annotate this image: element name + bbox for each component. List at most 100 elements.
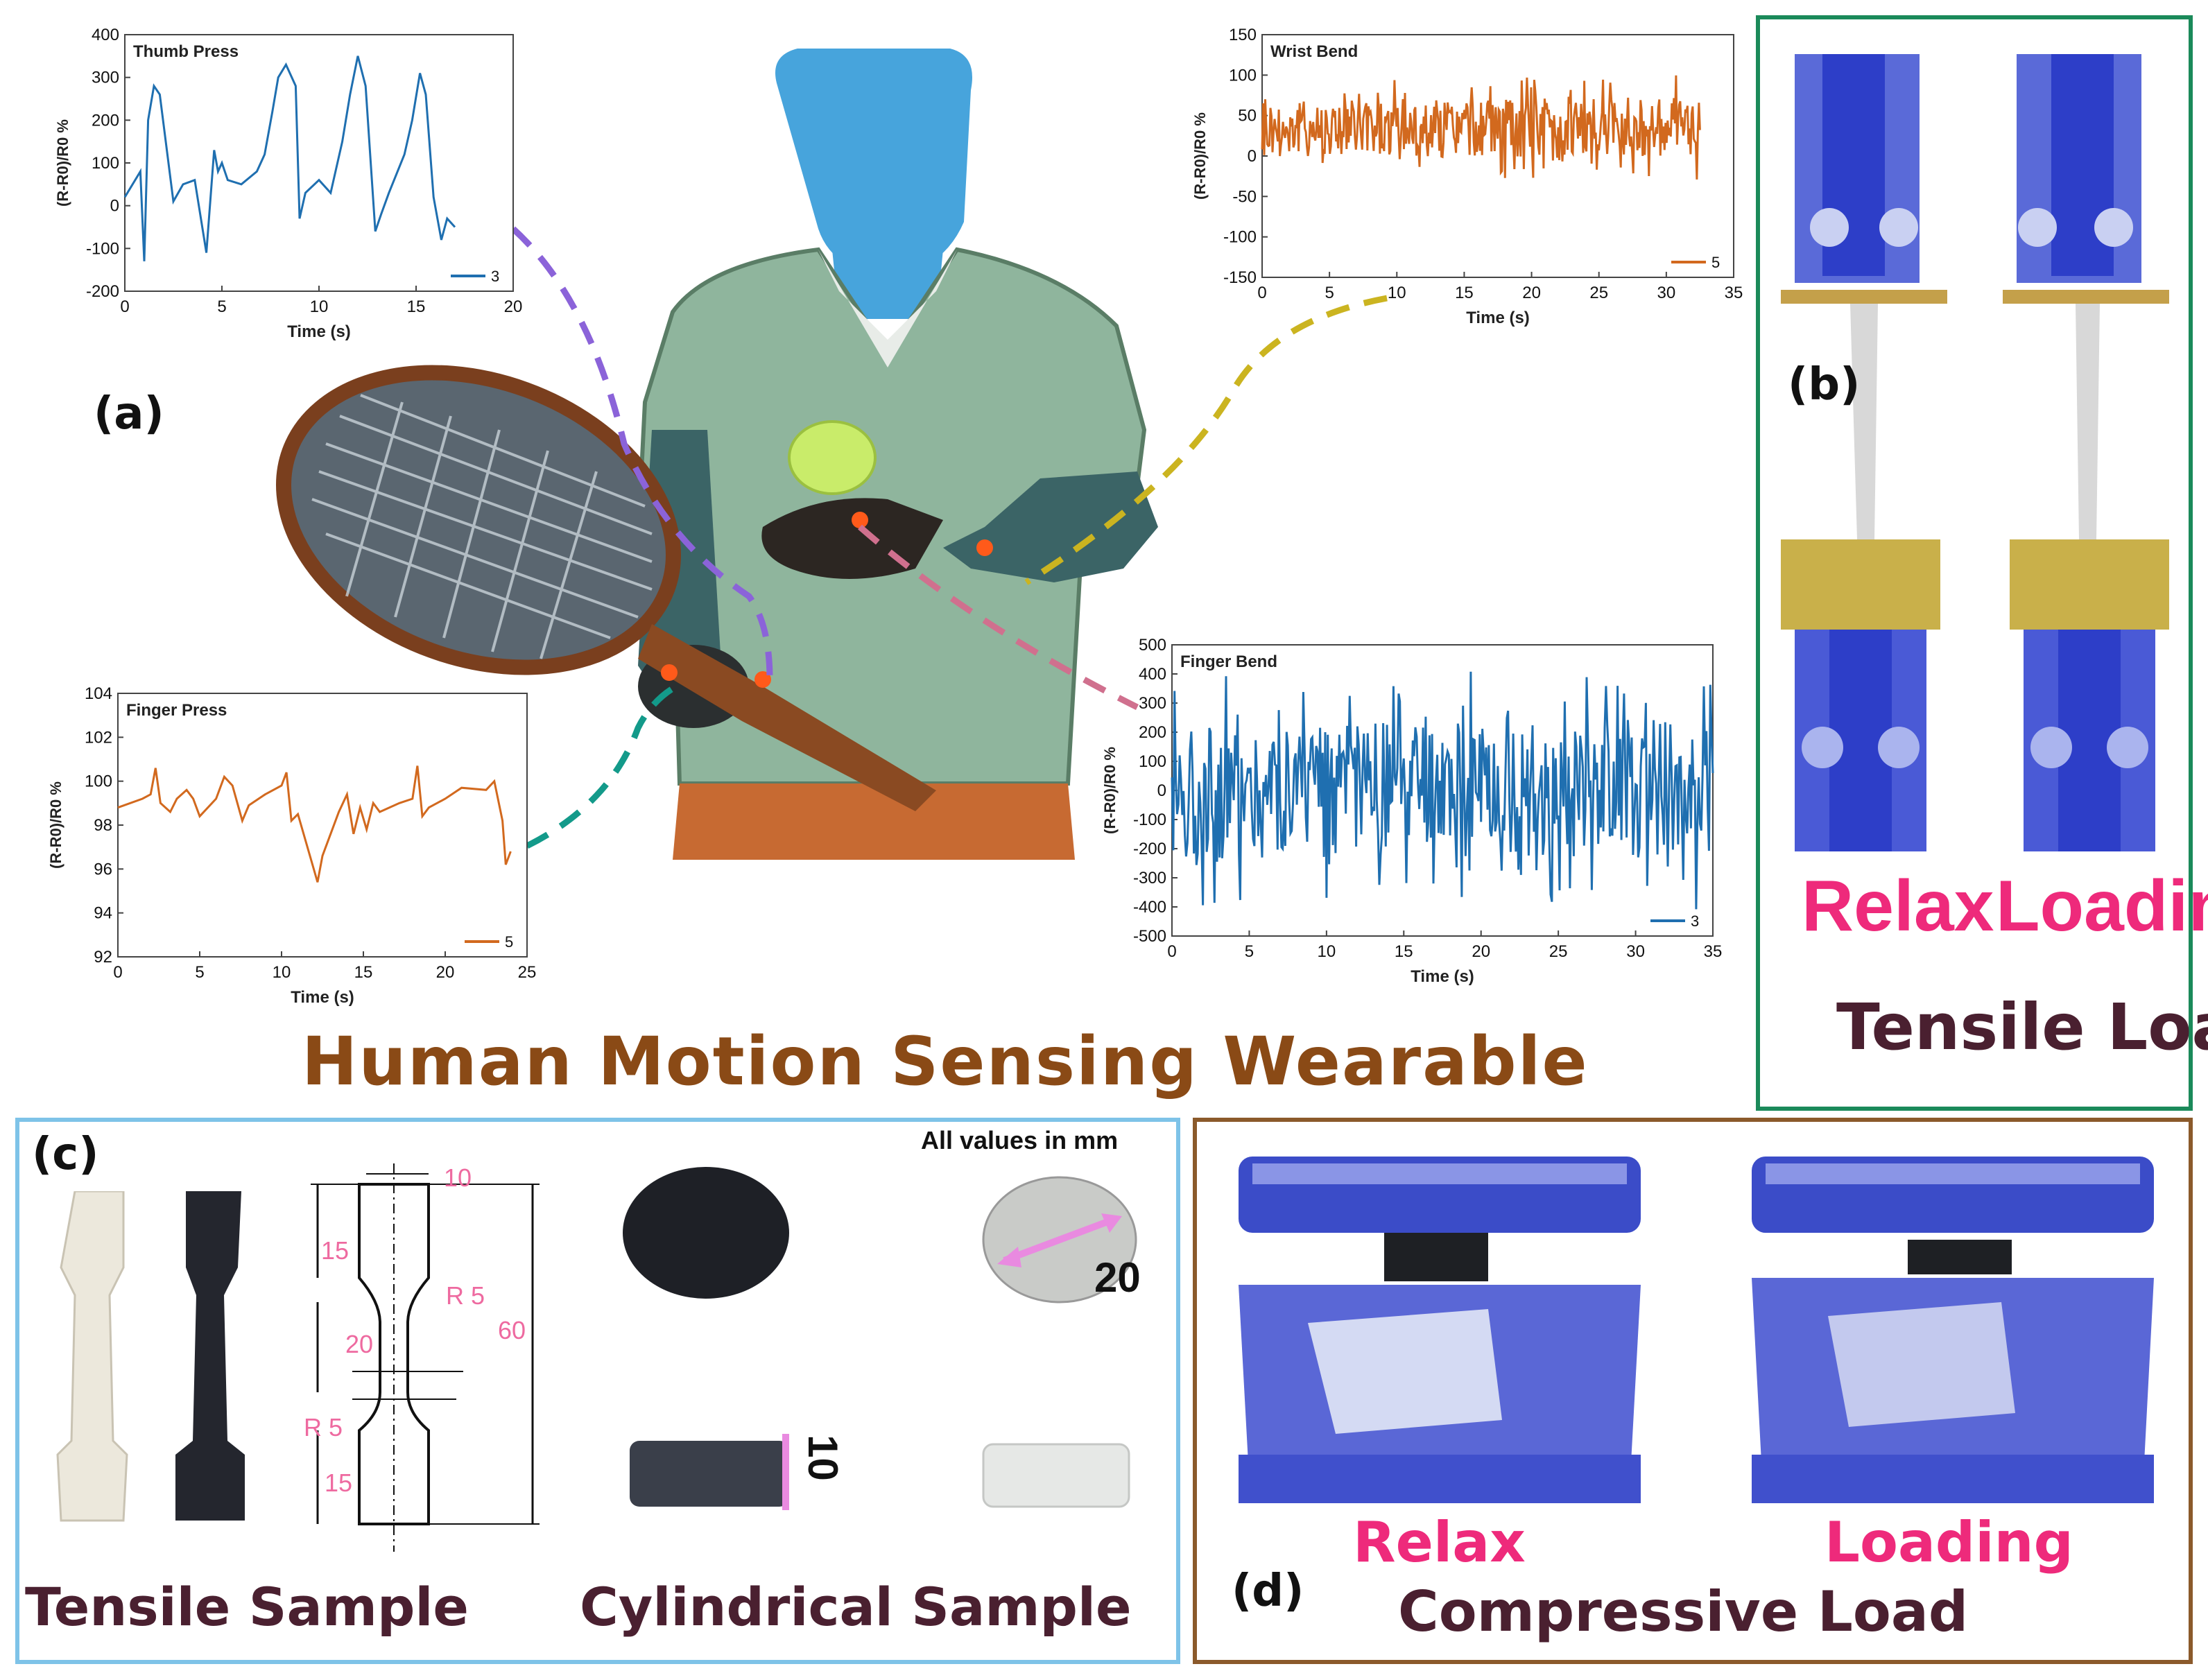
x-tick-label: 5 [217, 297, 226, 316]
y-tick-label: 100 [85, 772, 112, 791]
x-tick-label: 0 [1167, 942, 1176, 961]
dim-gauge: 20 [345, 1330, 374, 1358]
panel-d-caption: Compressive Load [1398, 1579, 1969, 1644]
x-tick-label: 5 [1245, 942, 1254, 961]
y-tick-label: 104 [85, 684, 112, 703]
x-axis-label: Time (s) [287, 322, 351, 341]
y-tick-label: 200 [1139, 723, 1166, 742]
x-tick-label: 10 [1318, 942, 1336, 961]
dim-grip-top: 15 [321, 1236, 350, 1265]
dim-top-width: 10 [444, 1163, 472, 1192]
y-axis-label: (R-R0)/R0 % [54, 119, 71, 207]
y-tick-label: 98 [94, 816, 112, 835]
y-tick-label: 92 [94, 948, 112, 967]
x-tick-label: 10 [310, 297, 329, 316]
y-tick-label: -200 [86, 282, 119, 301]
right-arm [943, 471, 1158, 582]
y-tick-label: 0 [1157, 781, 1166, 800]
y-tick-label: 94 [94, 904, 112, 923]
cylindrical-sample-caption: Cylindrical Sample [580, 1576, 1132, 1638]
series-line [123, 55, 456, 261]
legend-label: 5 [1711, 254, 1720, 271]
sensor-dot-thumb [661, 664, 678, 681]
y-tick-label: -300 [1133, 869, 1166, 887]
y-tick-label: 50 [1238, 107, 1257, 125]
series-line [1171, 671, 1714, 910]
units-note: All values in mm [921, 1126, 1119, 1154]
y-axis-label: (R-R0)/R0 % [1191, 112, 1209, 200]
chart-title: Finger Bend [1180, 652, 1277, 671]
x-tick-label: 20 [436, 963, 455, 982]
y-tick-label: 0 [110, 197, 119, 216]
head-silhouette [775, 49, 972, 277]
x-axis-label: Time (s) [1411, 967, 1474, 986]
y-tick-label: 400 [92, 26, 119, 44]
x-tick-label: 35 [1725, 284, 1743, 302]
sensor-dot-finger [754, 671, 771, 688]
legend-label: 5 [505, 933, 513, 951]
panel-c-frame: (c) All values in mm 10 15 R 5 20 60 R 5… [15, 1118, 1180, 1664]
dim-height: 10 [799, 1435, 846, 1481]
x-tick-label: 25 [518, 963, 537, 982]
x-tick-label: 0 [113, 963, 122, 982]
x-tick-label: 30 [1626, 942, 1645, 961]
chart-title: Thumb Press [133, 42, 239, 61]
x-tick-label: 20 [1472, 942, 1490, 961]
panel-d-relax-label: Relax [1353, 1510, 1526, 1575]
x-tick-label: 20 [504, 297, 523, 316]
panel-label-c: (c) [32, 1129, 99, 1180]
y-tick-label: 100 [1139, 752, 1166, 771]
x-tick-label: 30 [1657, 284, 1676, 302]
x-tick-label: 15 [407, 297, 426, 316]
panel-b-loading-label: Loading [1996, 866, 2208, 946]
y-tick-label: 400 [1139, 665, 1166, 684]
x-tick-label: 10 [1388, 284, 1406, 302]
x-tick-label: 25 [1549, 942, 1568, 961]
plot-area [117, 693, 528, 958]
panel-d-loading-label: Loading [1825, 1510, 2073, 1575]
y-tick-label: -200 [1133, 840, 1166, 858]
x-tick-label: 35 [1704, 942, 1723, 961]
dim-grip-bottom: 15 [325, 1469, 353, 1497]
x-tick-label: 15 [354, 963, 373, 982]
y-axis-label: (R-R0)/R0 % [1101, 747, 1119, 834]
cylindrical-sample-photos [623, 1167, 1137, 1510]
x-tick-label: 0 [120, 297, 129, 316]
y-tick-label: 300 [92, 69, 119, 87]
panel-label-d: (d) [1232, 1566, 1304, 1617]
dim-radius-top: R 5 [446, 1281, 485, 1310]
y-tick-label: -150 [1223, 268, 1257, 287]
tensile-test-photos [1781, 54, 2169, 851]
panel-d-frame: Relax Loading (d) Compressive Load [1193, 1118, 2193, 1664]
tennis-ball [788, 420, 877, 495]
y-tick-label: 200 [92, 111, 119, 130]
y-tick-label: -100 [1223, 228, 1257, 247]
y-tick-label: 300 [1139, 694, 1166, 713]
racket-handle [638, 624, 936, 811]
y-tick-label: -100 [86, 239, 119, 258]
tennis-player-illustration [276, 49, 1158, 860]
panel-b-frame: (b) Relax Loading Tensile Load [1756, 15, 2208, 1111]
legend-label: 3 [491, 268, 499, 285]
series-line [1261, 75, 1701, 180]
x-tick-label: 10 [273, 963, 291, 982]
y-tick-label: -500 [1133, 927, 1166, 946]
chart-title: Wrist Bend [1270, 42, 1358, 61]
series-line [117, 765, 512, 883]
panel-b-relax-label: Relax [1802, 866, 1994, 946]
sensor-dot-wrist [976, 539, 993, 556]
y-tick-label: 102 [85, 728, 112, 747]
x-tick-label: 0 [1257, 284, 1266, 302]
y-tick-label: 100 [92, 154, 119, 173]
panel-label-a: (a) [94, 388, 164, 440]
x-tick-label: 5 [195, 963, 204, 982]
tensile-sample-caption: Tensile Sample [25, 1576, 469, 1638]
y-tick-label: 100 [1229, 66, 1257, 85]
panel-a-title: Human Motion Sensing Wearable [302, 1023, 1589, 1100]
x-tick-label: 5 [1325, 284, 1334, 302]
